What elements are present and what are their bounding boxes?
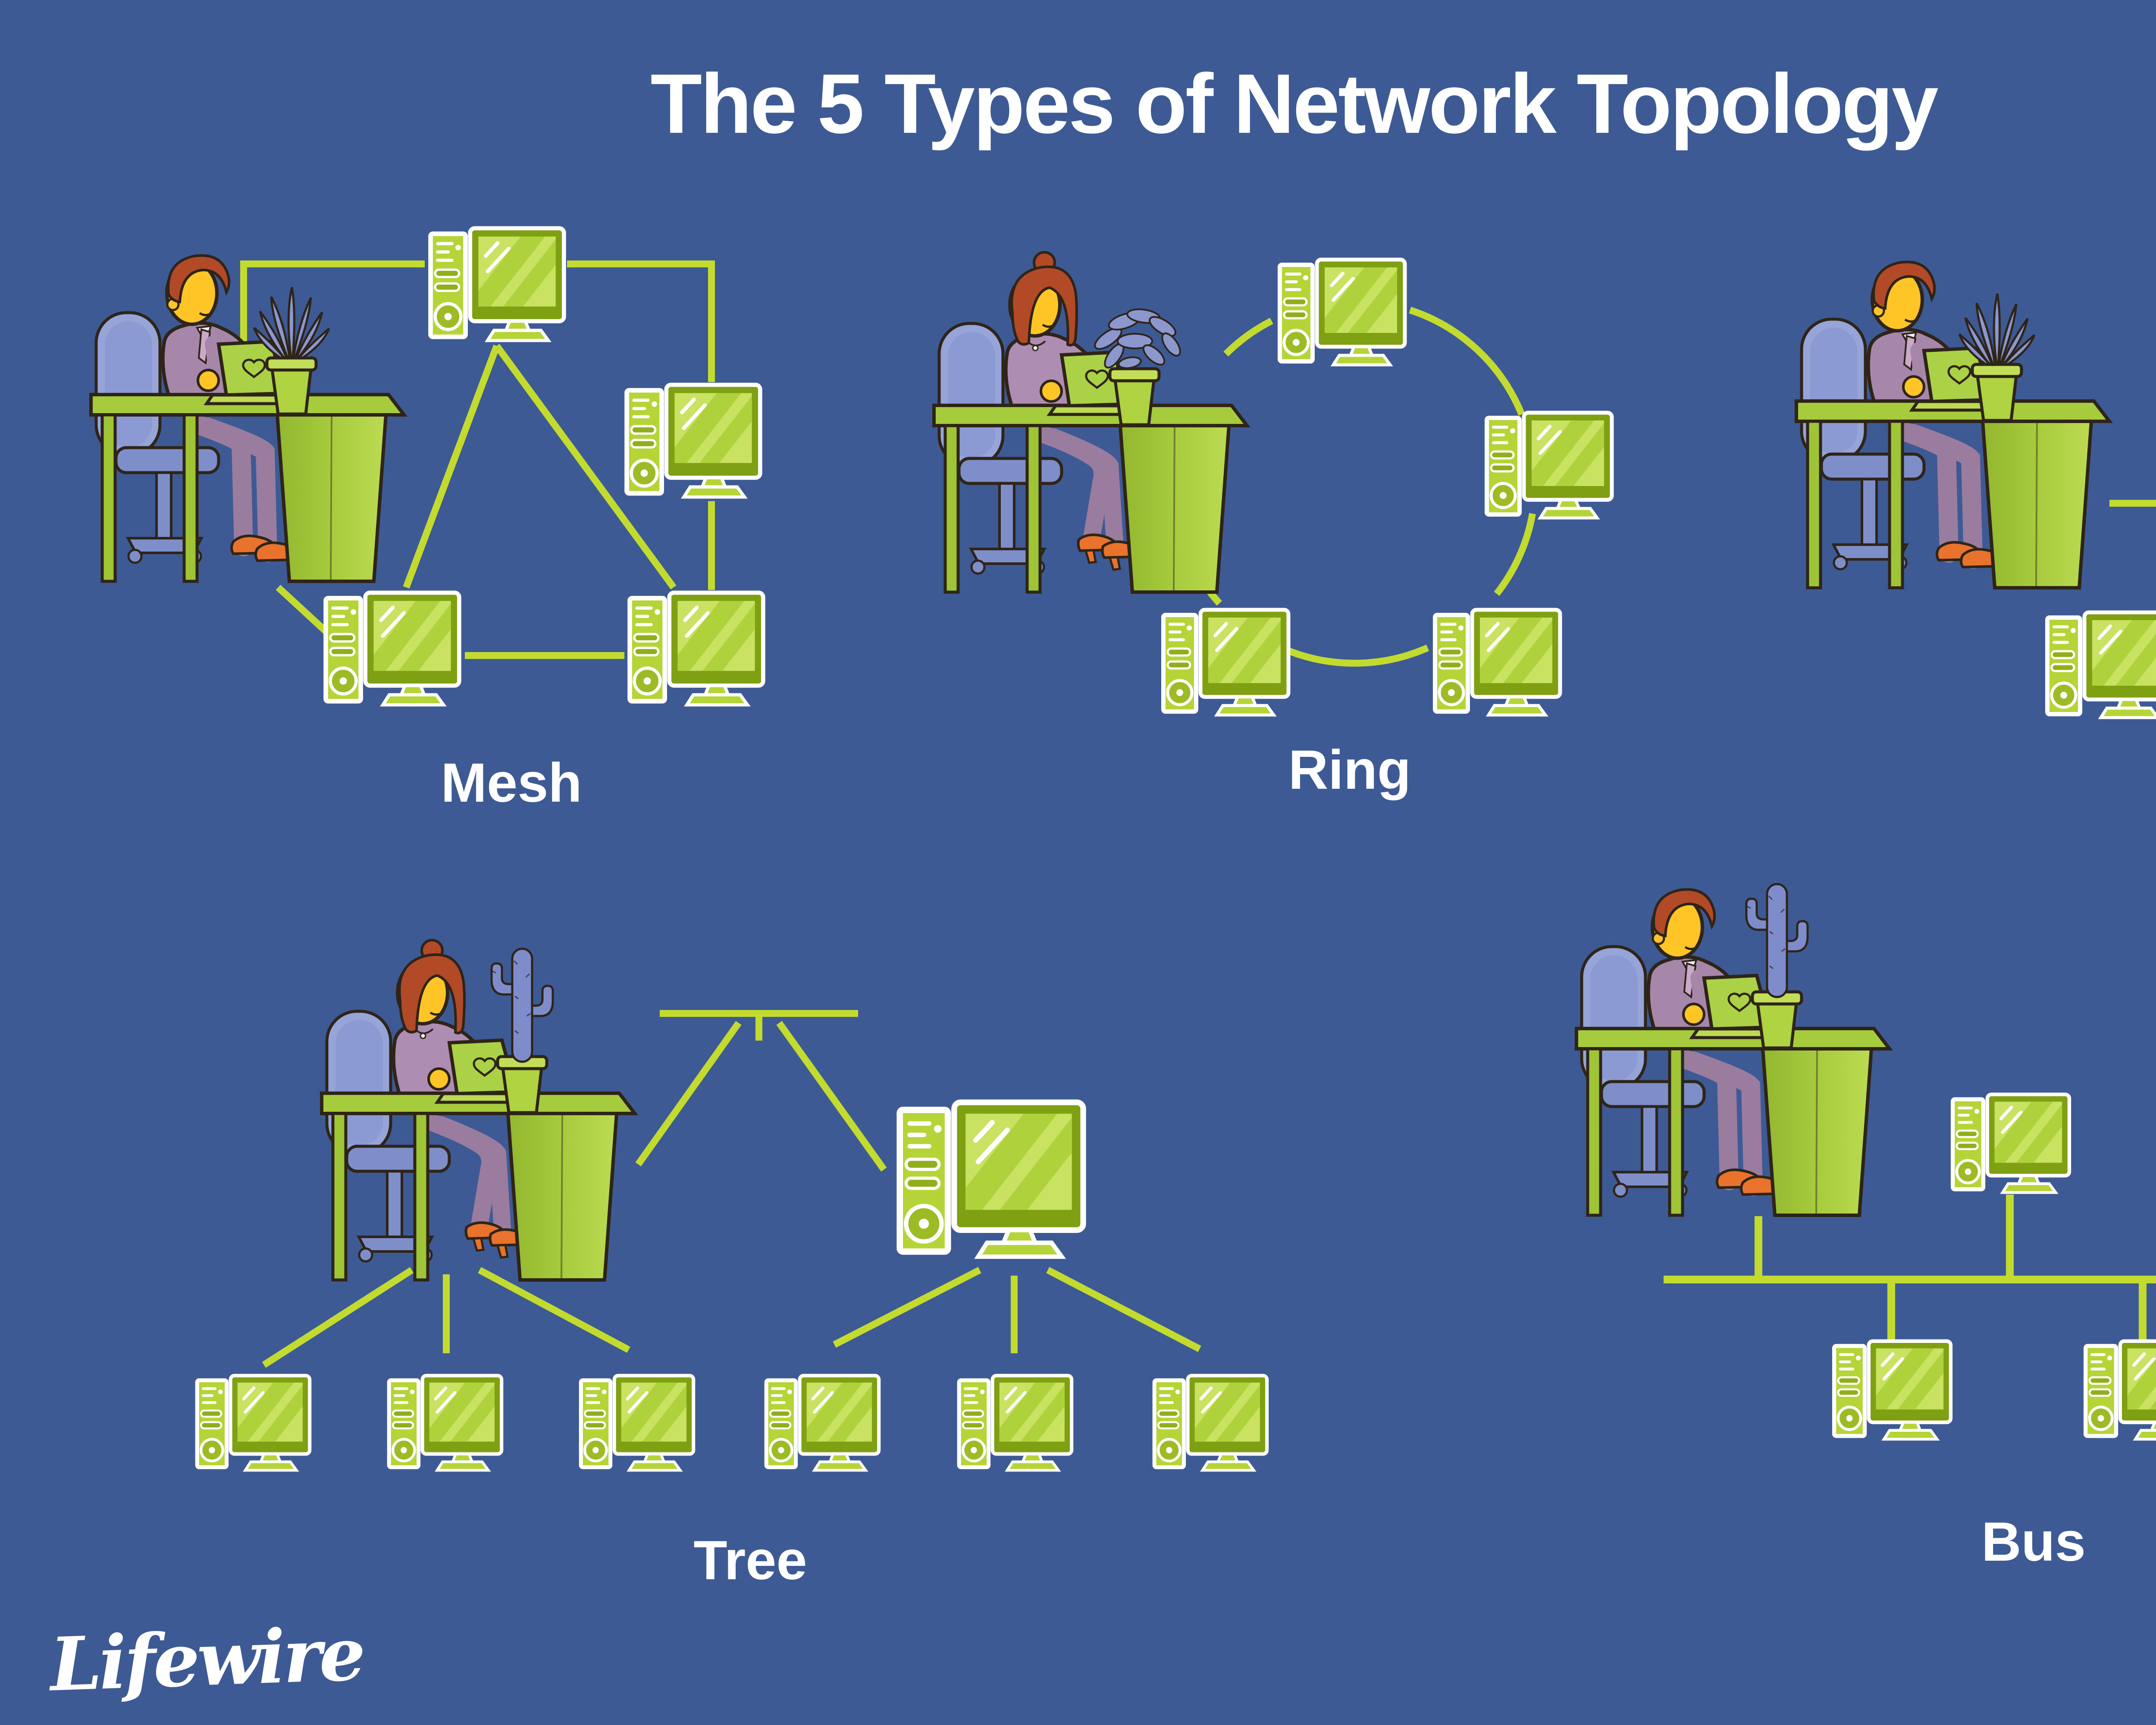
label-bus: Bus xyxy=(1981,1511,2086,1573)
desktop-computer-icon xyxy=(1280,252,1422,365)
tree-network-links xyxy=(262,1010,1201,1368)
desktop-computer-icon xyxy=(326,584,478,705)
woman-at-desk-illustration xyxy=(934,252,1247,592)
server-computer-icon xyxy=(900,1091,1109,1257)
desktop-computer-icon xyxy=(2086,1334,2156,1439)
tree-topology-illustration xyxy=(197,940,1282,1470)
bus-topology-illustration xyxy=(1576,884,2156,1439)
lifewire-logo: Lifewire xyxy=(48,1611,365,1708)
leafy-plant-icon xyxy=(1091,306,1185,372)
desktop-computer-icon xyxy=(2047,605,2156,718)
label-star: Star xyxy=(2075,751,2156,815)
desktop-computer-icon xyxy=(1163,602,1306,715)
desktop-computer-icon xyxy=(431,220,583,341)
bus-network-links xyxy=(1664,1195,2156,1340)
star-topology-illustration xyxy=(1796,255,2156,718)
desktop-computer-icon xyxy=(1154,1368,1282,1470)
page-title: The 5 Types of Network Topology xyxy=(650,56,1938,151)
desktop-computer-icon xyxy=(766,1368,894,1470)
desktop-computer-icon xyxy=(581,1368,709,1470)
label-tree: Tree xyxy=(693,1530,807,1591)
desktop-computer-icon xyxy=(197,1368,325,1470)
label-ring: Ring xyxy=(1288,739,1411,801)
desktop-computer-icon xyxy=(1487,405,1629,518)
man-at-desk-illustration xyxy=(1796,262,2109,588)
label-mesh: Mesh xyxy=(441,752,582,814)
desktop-computer-icon xyxy=(1953,1087,2086,1192)
woman-at-desk-illustration xyxy=(322,940,635,1280)
man-at-desk-illustration xyxy=(91,255,404,581)
desktop-computer-icon xyxy=(389,1368,517,1470)
ring-topology-illustration xyxy=(934,252,1629,715)
star-network-links xyxy=(2109,500,2156,641)
desktop-computer-icon xyxy=(959,1368,1087,1470)
desktop-computer-icon xyxy=(1834,1334,1967,1439)
desktop-computer-icon xyxy=(627,376,779,497)
man-at-desk-illustration xyxy=(1576,889,1890,1215)
mesh-topology-illustration xyxy=(91,220,782,705)
desktop-computer-icon xyxy=(630,584,782,705)
desktop-computer-icon xyxy=(1435,602,1577,715)
